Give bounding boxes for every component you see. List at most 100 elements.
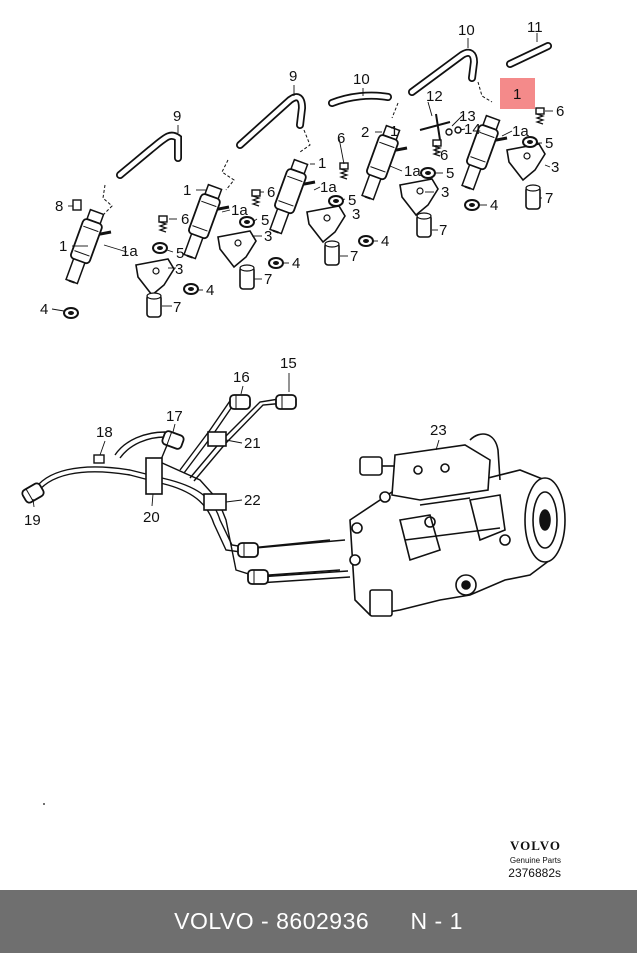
footer-part-number: 8602936 xyxy=(276,908,370,934)
callout-20: 20 xyxy=(143,509,160,526)
callout-13: 13 xyxy=(459,108,476,125)
highlight-box xyxy=(500,78,535,109)
callout-9: 9 xyxy=(173,108,181,125)
stray-mark xyxy=(43,803,45,805)
pipe-clip-21 xyxy=(207,431,227,447)
bolt-2 xyxy=(251,189,261,207)
callout-3: 3 xyxy=(175,261,183,278)
callout-3: 3 xyxy=(264,228,272,245)
sleeve-1 xyxy=(146,292,162,318)
callout-5: 5 xyxy=(545,135,553,152)
diagram-code: 2376882s xyxy=(508,866,561,880)
parts-diagram: 1 1 1 1 1 1a 1a 1a 1a 1a 2 3 3 3 3 3 4 4… xyxy=(19,19,566,805)
washer-5 xyxy=(464,199,480,211)
pipe-clip-22 xyxy=(203,493,227,511)
callout-6: 6 xyxy=(440,147,448,164)
callout-5: 5 xyxy=(176,245,184,262)
footer-bar: VOLVO - 8602936 N - 1 xyxy=(0,890,637,953)
callout-4: 4 xyxy=(206,282,214,299)
pipe-clip-20 xyxy=(145,457,163,495)
callout-8: 8 xyxy=(55,198,63,215)
callout-1: 1 xyxy=(59,238,67,255)
callout-3: 3 xyxy=(441,184,449,201)
callout-23: 23 xyxy=(430,422,447,439)
washer-4 xyxy=(358,235,374,247)
callout-6: 6 xyxy=(556,103,564,120)
clamp-4 xyxy=(399,178,439,216)
part-13 xyxy=(445,128,453,136)
callout-1a: 1a xyxy=(320,179,337,196)
clamp-3 xyxy=(306,205,346,243)
bolt-3 xyxy=(339,162,349,180)
callout-1: 1 xyxy=(318,155,326,172)
callout-7: 7 xyxy=(173,299,181,316)
injector-assembly-group: 1 1 1 1 1 1a 1a 1a 1a 1a 2 3 3 3 3 3 4 4… xyxy=(40,19,564,319)
bolt-5 xyxy=(535,107,545,125)
callout-19: 19 xyxy=(24,512,41,529)
callout-12: 12 xyxy=(426,88,443,105)
part-18 xyxy=(93,454,105,464)
callout-1: 1 xyxy=(390,123,398,140)
callout-5: 5 xyxy=(348,192,356,209)
callout-1a: 1a xyxy=(404,163,421,180)
callout-4: 4 xyxy=(381,233,389,250)
callout-7: 7 xyxy=(264,271,272,288)
callout-3: 3 xyxy=(551,159,559,176)
clamp-1 xyxy=(135,258,175,296)
part-12 xyxy=(419,113,451,141)
callout-6: 6 xyxy=(337,130,345,147)
callout-22: 22 xyxy=(244,492,261,509)
callout-1: 1 xyxy=(183,182,191,199)
callout-4: 4 xyxy=(40,301,48,318)
fuel-line-nut-16 xyxy=(229,394,251,410)
fuel-line-nut-pump-1 xyxy=(237,542,259,558)
callout-6: 6 xyxy=(267,184,275,201)
fuel-line-nut-17 xyxy=(160,429,186,451)
small-washer-3 xyxy=(328,195,344,207)
callout-18: 18 xyxy=(96,424,113,441)
callout-4: 4 xyxy=(292,255,300,272)
callout-15: 15 xyxy=(280,355,297,372)
footer-position: N - 1 xyxy=(410,908,463,934)
callout-2: 2 xyxy=(361,124,369,141)
sleeve-3 xyxy=(324,240,340,266)
callout-7: 7 xyxy=(545,190,553,207)
sleeve-5 xyxy=(525,184,541,210)
callout-1a: 1a xyxy=(121,243,138,260)
small-washer-4 xyxy=(420,167,436,179)
callout-5: 5 xyxy=(446,165,454,182)
footer-brand: VOLVO xyxy=(174,908,255,934)
injection-pump-23 xyxy=(349,433,566,617)
callout-10: 10 xyxy=(353,71,370,88)
clamp-2 xyxy=(217,230,257,268)
callout-14: 14 xyxy=(464,121,481,138)
brand-subtitle: Genuine Parts xyxy=(509,856,561,865)
callout-9: 9 xyxy=(289,68,297,85)
brand-block: VOLVO Genuine Parts 2376882s xyxy=(508,838,561,880)
washer-1 xyxy=(63,307,79,319)
fuel-line-nut-15 xyxy=(275,394,297,410)
callout-5: 5 xyxy=(261,212,269,229)
callout-4: 4 xyxy=(490,197,498,214)
callout-11: 11 xyxy=(527,19,543,36)
part-8 xyxy=(72,199,82,211)
injector-1 xyxy=(60,207,118,290)
sleeve-4 xyxy=(416,212,432,238)
callout-21: 21 xyxy=(244,435,261,452)
small-washer-1 xyxy=(152,242,168,254)
callout-17: 17 xyxy=(166,408,183,425)
diagram-svg: 1 1 1 1 1 1a 1a 1a 1a 1a 2 3 3 3 3 3 4 4… xyxy=(19,19,566,805)
clamp-5 xyxy=(506,143,546,181)
callout-1a: 1a xyxy=(231,202,248,219)
callout-1a: 1a xyxy=(512,123,529,140)
callout-7: 7 xyxy=(439,222,447,239)
callout-10: 10 xyxy=(458,22,475,39)
callout-7: 7 xyxy=(350,248,358,265)
callout-16: 16 xyxy=(233,369,250,386)
washer-3 xyxy=(268,257,284,269)
brand-logo: VOLVO xyxy=(510,838,561,853)
fuel-line-assembly: 15 16 17 18 19 20 21 22 23 xyxy=(19,355,566,617)
fuel-line-nut-pump-2 xyxy=(247,569,269,585)
callout-1-highlighted: 1 xyxy=(513,86,521,103)
callout-3: 3 xyxy=(352,206,360,223)
